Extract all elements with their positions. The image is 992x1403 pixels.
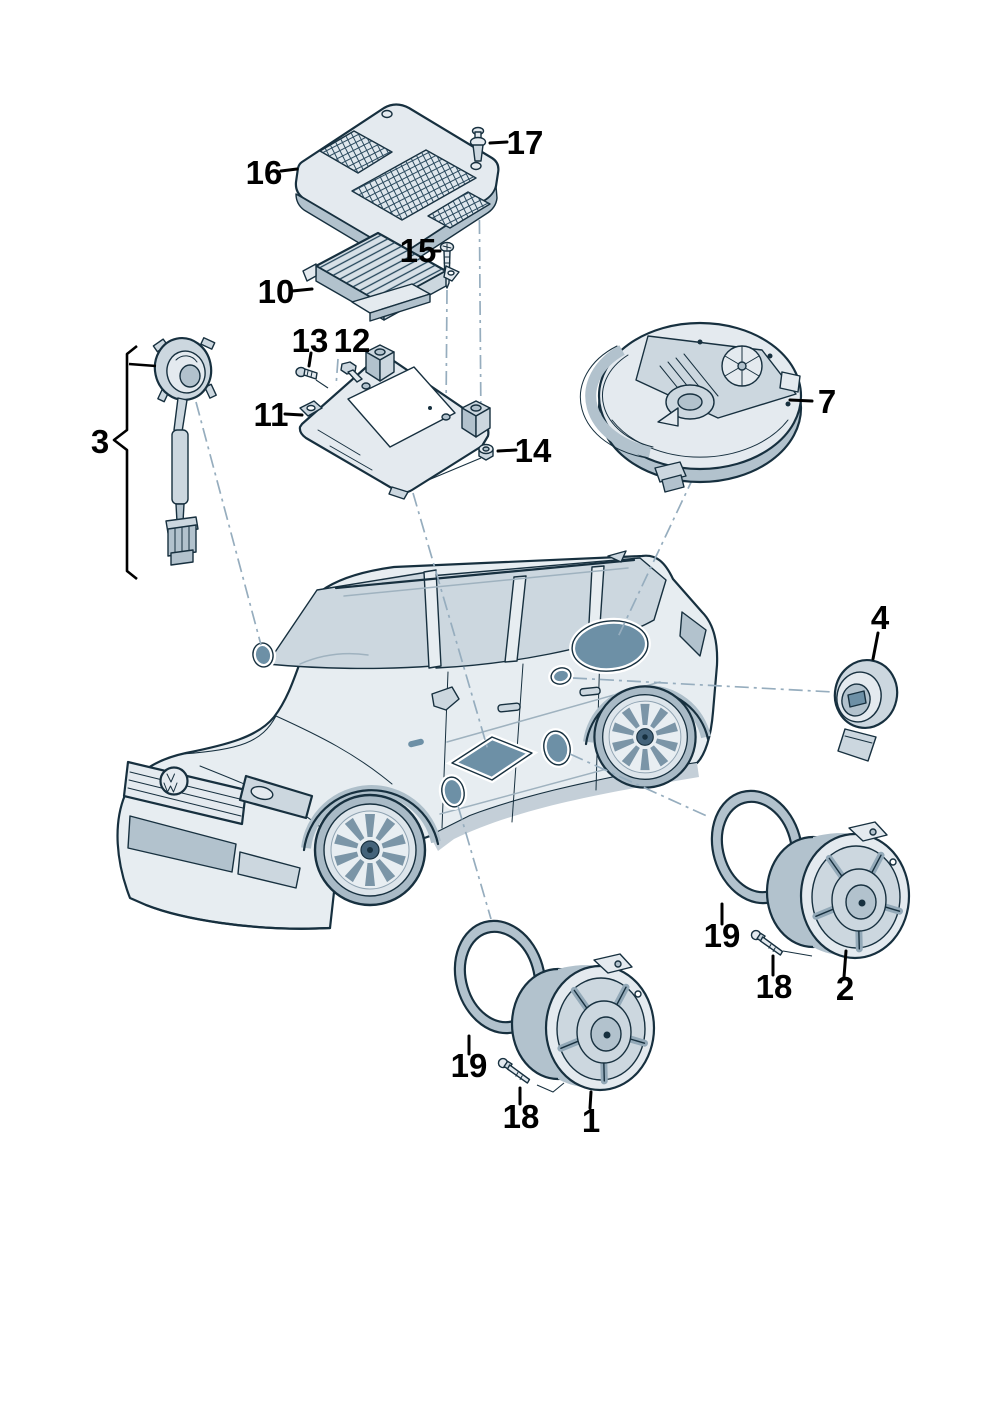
part-14-nut bbox=[478, 443, 494, 461]
vehicle-illustration bbox=[116, 550, 719, 930]
callout-11-label: 11 bbox=[254, 396, 289, 433]
leader-screw12 bbox=[335, 358, 339, 387]
callout-2-label: 2 bbox=[836, 970, 854, 1007]
part-13-screw bbox=[295, 366, 318, 380]
callout-3-tick bbox=[128, 362, 157, 368]
leader-car-to-ring-rear bbox=[569, 753, 710, 818]
front-door-speaker-marker bbox=[438, 774, 468, 810]
lower-intake bbox=[127, 815, 237, 873]
part-12-screw bbox=[340, 361, 363, 383]
callout-3-brace bbox=[112, 344, 138, 581]
callout-16-line bbox=[279, 167, 299, 173]
fan-vent bbox=[721, 345, 763, 387]
part-16-amplifier-cover bbox=[294, 103, 500, 266]
part-3-speaker-with-cable bbox=[152, 337, 217, 566]
callout-17-label: 17 bbox=[507, 124, 544, 161]
callout-14-line bbox=[496, 448, 518, 453]
callout-19-front-label: 19 bbox=[451, 1047, 488, 1084]
callout-17-line bbox=[488, 140, 509, 145]
callout-14-label: 14 bbox=[515, 432, 552, 469]
leader-screw13 bbox=[315, 379, 329, 389]
callout-13-line bbox=[307, 351, 313, 368]
callout-4-label: 4 bbox=[871, 599, 890, 636]
callout-1-line bbox=[588, 1090, 593, 1110]
leader-bolt18-rear bbox=[782, 950, 813, 957]
leader-car-to-part4 bbox=[572, 677, 834, 693]
leader-car-to-ring-front bbox=[457, 805, 492, 920]
leader-rivet17-to-bracket bbox=[478, 165, 482, 427]
callout-12-label: 12 bbox=[334, 322, 371, 359]
front-grille bbox=[122, 760, 248, 826]
callout-3-label: 3 bbox=[91, 423, 109, 460]
callout-11-line bbox=[283, 412, 304, 417]
callout-16-label: 16 bbox=[246, 154, 283, 191]
speaker-location-markers bbox=[249, 617, 651, 810]
callout-1-label: 1 bbox=[582, 1102, 600, 1139]
rear-door-speaker-marker bbox=[540, 728, 574, 768]
callout-18-rear-label: 18 bbox=[756, 968, 793, 1005]
front-door-bass-marker bbox=[445, 733, 539, 784]
part-4-tweeter bbox=[833, 659, 899, 762]
callout-7-line bbox=[788, 398, 814, 403]
taillight bbox=[679, 611, 707, 657]
part-18-screw-rear bbox=[747, 928, 787, 957]
callouts: 16 17 15 10 13 12 11 14 3 7 4 19 18 2 19… bbox=[91, 124, 890, 1139]
leader-bolt18-front bbox=[536, 1082, 565, 1093]
callout-2-line bbox=[842, 949, 848, 979]
callout-10-line bbox=[290, 287, 314, 293]
side-mirror bbox=[431, 686, 460, 711]
luggage-subwoofer-marker bbox=[569, 617, 651, 675]
leader-part7-to-car bbox=[616, 475, 695, 640]
leader-part3-to-car bbox=[195, 401, 262, 646]
part-7-subwoofer bbox=[579, 321, 803, 493]
callout-13-label: 13 bbox=[292, 322, 329, 359]
part-11-mounting-bracket bbox=[298, 344, 491, 500]
callout-15-label: 15 bbox=[400, 232, 437, 269]
front-wheel bbox=[313, 793, 427, 907]
leader-bracket-to-car bbox=[412, 492, 489, 751]
callout-4-line bbox=[871, 631, 880, 661]
a-pillar-speaker-marker bbox=[249, 640, 277, 670]
callout-10-label: 10 bbox=[258, 273, 295, 310]
rear-wheel bbox=[593, 685, 697, 789]
callout-18-front-label: 18 bbox=[503, 1098, 540, 1135]
callout-19-rear-label: 19 bbox=[704, 917, 741, 954]
callout-7-label: 7 bbox=[818, 383, 836, 420]
leader-screw15-to-bracket bbox=[445, 289, 448, 415]
part-10-amplifier bbox=[302, 231, 460, 322]
leader-lines bbox=[195, 165, 834, 1093]
part-17-expanding-rivet bbox=[469, 126, 487, 162]
rear-door-tweeter-marker bbox=[548, 664, 574, 688]
